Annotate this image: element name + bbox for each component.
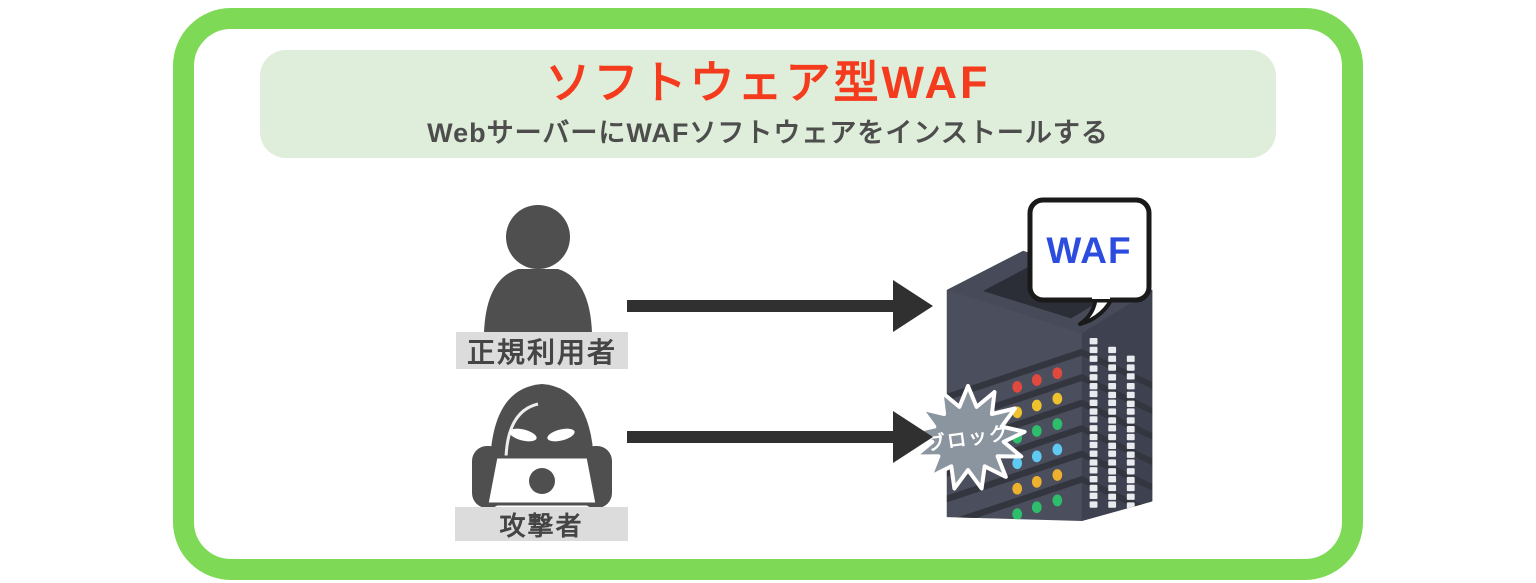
server-led-row [1012, 494, 1063, 520]
waf-speech-bubble: WAF [1027, 197, 1152, 326]
server-vent-grid [1089, 337, 1135, 509]
attacker-icon [472, 384, 612, 508]
user-icon [484, 205, 592, 333]
starburst-shape [909, 384, 1027, 491]
attacker-label: 攻撃者 [455, 507, 628, 541]
diagram-subtitle: WebサーバーにWAFソフトウェアをインストールする [427, 118, 1109, 149]
diagram-title: ソフトウェア型WAF [545, 56, 991, 108]
laptop-logo [529, 468, 555, 494]
server-led-rows [1012, 367, 1063, 520]
server-led-row [1012, 469, 1063, 495]
bubble-junction-patch [1092, 292, 1110, 299]
block-starburst: ブロック [909, 384, 1027, 491]
server-led-row [1012, 392, 1063, 419]
user-request-arrow [627, 280, 933, 332]
bubble-body [1027, 197, 1152, 303]
server-led-row [1012, 443, 1063, 470]
server-led-row [1012, 418, 1063, 444]
attacker-hood [489, 384, 595, 478]
attacker-eyes [509, 428, 575, 442]
user-label: 正規利用者 [456, 332, 628, 369]
server-led-row [1012, 367, 1063, 393]
header-band: ソフトウェア型WAF WebサーバーにWAFソフトウェアをインストールする [260, 50, 1276, 158]
attack-request-arrow [627, 411, 933, 463]
waf-label: WAF [1046, 230, 1131, 271]
user-head [506, 205, 570, 269]
user-body [484, 269, 592, 333]
web-server-illustration [946, 250, 1153, 521]
